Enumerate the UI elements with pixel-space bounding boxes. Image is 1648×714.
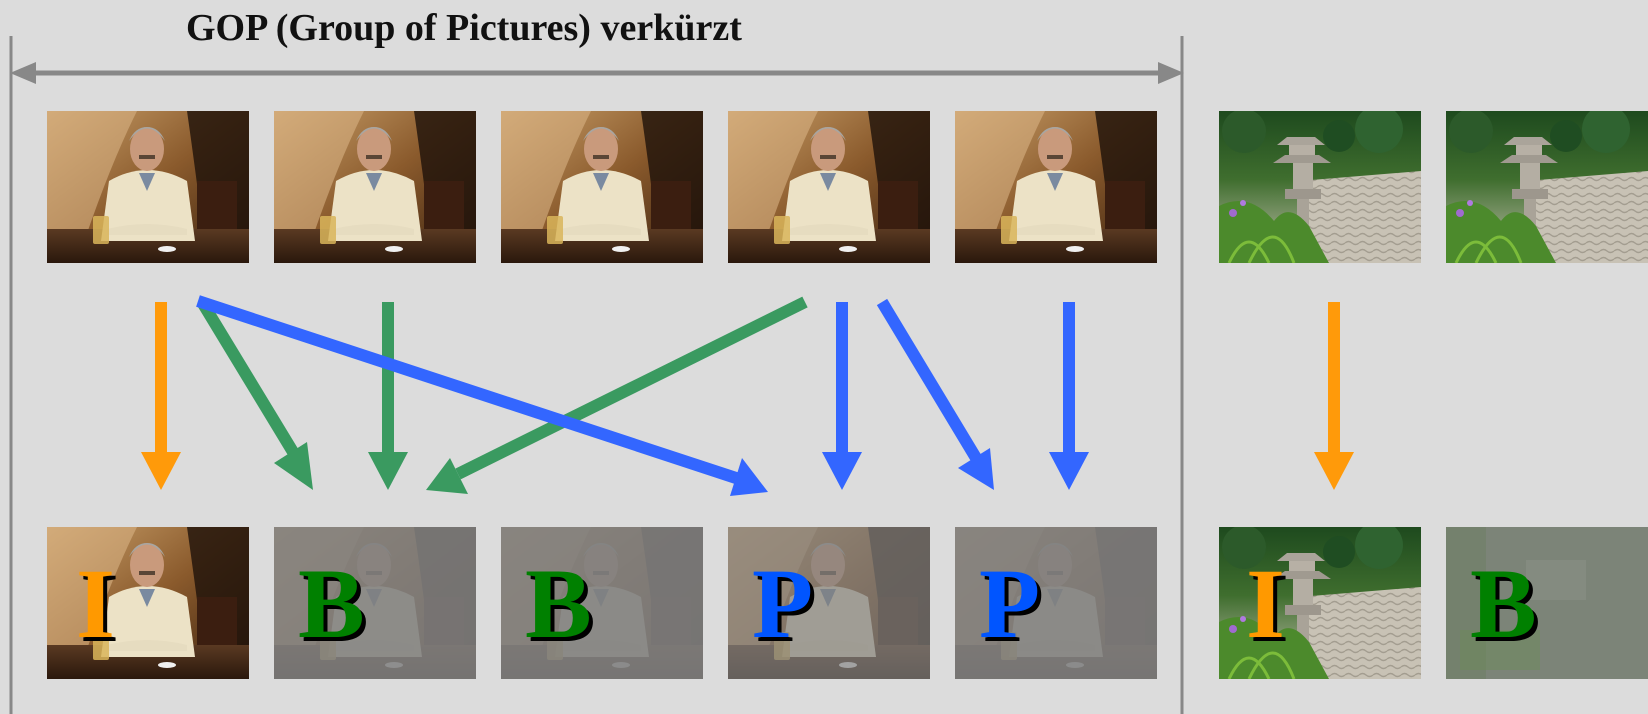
source-frame-1	[47, 111, 249, 263]
frame-type-letters: I B B P P I B	[76, 548, 1537, 659]
encoded-frame-2	[274, 527, 476, 679]
arrow-green-4-to-2	[455, 296, 808, 480]
frame-type-label: P	[752, 548, 813, 659]
source-frame-7	[1446, 111, 1648, 263]
frame-type-label: B	[298, 548, 365, 659]
arrow-blue-1-to-4	[196, 295, 738, 484]
frame-type-label: B	[1470, 548, 1537, 659]
frame-type-label: I	[76, 548, 115, 659]
encoded-frame-3	[501, 527, 703, 679]
diagram-title: GOP (Group of Pictures) verkürzt	[186, 7, 742, 49]
arrow-green-2-self-head	[368, 452, 408, 490]
arrow-green-4-to-2-head	[426, 458, 468, 494]
arrow-orange-next-i-head	[1314, 452, 1354, 490]
arrow-orange-i-head	[141, 452, 181, 490]
source-frame-6	[1219, 111, 1421, 263]
source-frame-2	[274, 111, 476, 263]
arrow-blue-4-to-5	[876, 298, 982, 462]
arrow-blue-4-self-head	[822, 452, 862, 490]
arrow-green-1-to-2-head	[274, 442, 313, 490]
arrow-blue-1-to-4-head	[730, 458, 768, 496]
frame-type-label: I	[1246, 548, 1285, 659]
reference-arrows	[141, 295, 1354, 496]
source-frame-3	[501, 111, 703, 263]
source-frame-4	[728, 111, 930, 263]
arrow-blue-5-self-head	[1049, 452, 1089, 490]
encoded-frame-4	[728, 527, 930, 679]
frame-type-label: B	[525, 548, 592, 659]
frame-type-label: P	[979, 548, 1040, 659]
arrow-green-1-to-2	[196, 298, 299, 456]
gop-span-right-arrowhead	[1158, 62, 1184, 84]
arrow-blue-4-to-5-head	[958, 448, 994, 490]
encoded-frame-7	[1446, 527, 1648, 679]
source-frame-5	[955, 111, 1157, 263]
gop-span-left-arrowhead	[10, 62, 36, 84]
encoded-frame-5	[955, 527, 1157, 679]
